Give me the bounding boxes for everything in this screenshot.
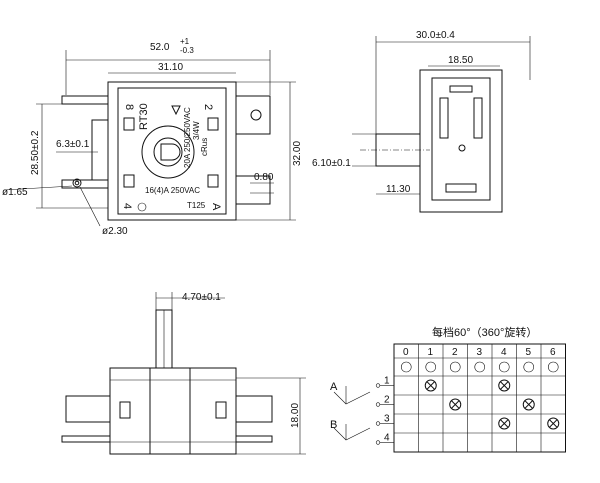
contact-closed-icon	[498, 379, 511, 392]
table-col-header: 5	[526, 347, 532, 358]
table-col-header: 4	[501, 347, 507, 358]
mark-t-rating: T125	[187, 201, 206, 210]
contact-cross	[500, 381, 509, 390]
mark-4: 4	[121, 203, 133, 209]
mark-rating3: 3/4W	[192, 121, 201, 140]
dim-overall-width: 52.0	[150, 42, 170, 53]
dim-overall-width-tol-bottom: -0.3	[180, 46, 194, 55]
contact-cross	[524, 400, 533, 409]
contact-cross	[549, 419, 558, 428]
contact-closed-icon	[424, 379, 437, 392]
mark-current: 16(4)A 250VAC	[145, 186, 200, 195]
position-symbol-icon	[547, 361, 559, 373]
table-row-label: 4	[384, 433, 390, 444]
position-symbol-icon	[498, 361, 510, 373]
position-symbol-icon	[523, 361, 535, 373]
dim-height-32: 32.00	[292, 141, 303, 166]
table-col-header: 0	[403, 347, 409, 358]
ce-mark-icon	[137, 202, 147, 212]
terminal-icon	[375, 421, 381, 426]
mark-cert: cRus	[200, 138, 209, 156]
label-a: A	[330, 381, 338, 393]
dim-pin-offset: 6.3±0.1	[56, 139, 90, 150]
switching-table: 每档60°（360°旋转） 0 1 2 3 4 5 6 1 2 3 4	[375, 325, 566, 453]
terminal-icon	[375, 440, 381, 445]
dim-body-height: 18.00	[290, 403, 301, 428]
contact-cross	[451, 400, 460, 409]
position-symbol-icon	[449, 361, 461, 373]
table-row-label: 3	[384, 414, 390, 425]
terminal-icon	[375, 383, 381, 388]
table-grid: 0 1 2 3 4 5 6 1 2 3 4	[375, 343, 566, 453]
contact-cross	[500, 419, 509, 428]
dim-body-width: 31.10	[158, 62, 183, 73]
side-view: 30.0±0.4 18.50 6.10±0.1 11.30	[312, 30, 531, 213]
table-title: 每档60°（360°旋转）	[432, 325, 537, 339]
table-row-label: 1	[384, 376, 390, 387]
dim-hole-dia: ø1.65	[2, 187, 28, 198]
mark-rating2: 20A 250/250VAC	[183, 107, 192, 168]
dim-shaft-len: 11.30	[386, 184, 411, 195]
logo-triangle-icon	[171, 105, 181, 116]
position-symbol-icon	[400, 361, 412, 373]
top-view: 4.70±0.1 18.00	[61, 292, 306, 455]
dim-overall-width-tol-top: +1	[180, 37, 190, 46]
dim-pin-dia: ø2.30	[102, 226, 128, 237]
table-col-header: 6	[550, 347, 556, 358]
mark-a: A	[210, 203, 222, 211]
label-b: B	[330, 419, 337, 431]
table-border	[393, 343, 566, 453]
table-col-header: 2	[452, 347, 458, 358]
dim-side-width: 30.0±0.4	[416, 30, 455, 41]
contact-cross	[426, 381, 435, 390]
dim-tab-thickness: 0.80	[254, 172, 274, 183]
dim-shaft-dia: 6.10±0.1	[312, 158, 351, 169]
position-symbol-icon	[474, 361, 486, 373]
front-view: 52.0 +1 -0.3 31.10 8 RT30 2 20A 250/250V…	[2, 37, 303, 237]
contact-closed-icon	[449, 398, 462, 411]
dim-height-28: 28.50±0.2	[30, 130, 41, 175]
contact-closed-icon	[522, 398, 535, 411]
contact-closed-icon	[547, 417, 560, 430]
dim-shaft-flat: 4.70±0.1	[182, 292, 221, 303]
position-symbol-icon	[425, 361, 437, 373]
contact-closed-icon	[498, 417, 511, 430]
mark-8: 8	[123, 104, 135, 110]
table-col-header: 1	[428, 347, 434, 358]
terminal-icon	[375, 402, 381, 407]
circuit-schematic: A B	[330, 381, 371, 441]
mark-2: 2	[202, 104, 214, 110]
table-col-header: 3	[477, 347, 483, 358]
dim-side-inner: 18.50	[448, 55, 473, 66]
mark-model: RT30	[138, 103, 150, 130]
table-row-label: 2	[384, 395, 390, 406]
